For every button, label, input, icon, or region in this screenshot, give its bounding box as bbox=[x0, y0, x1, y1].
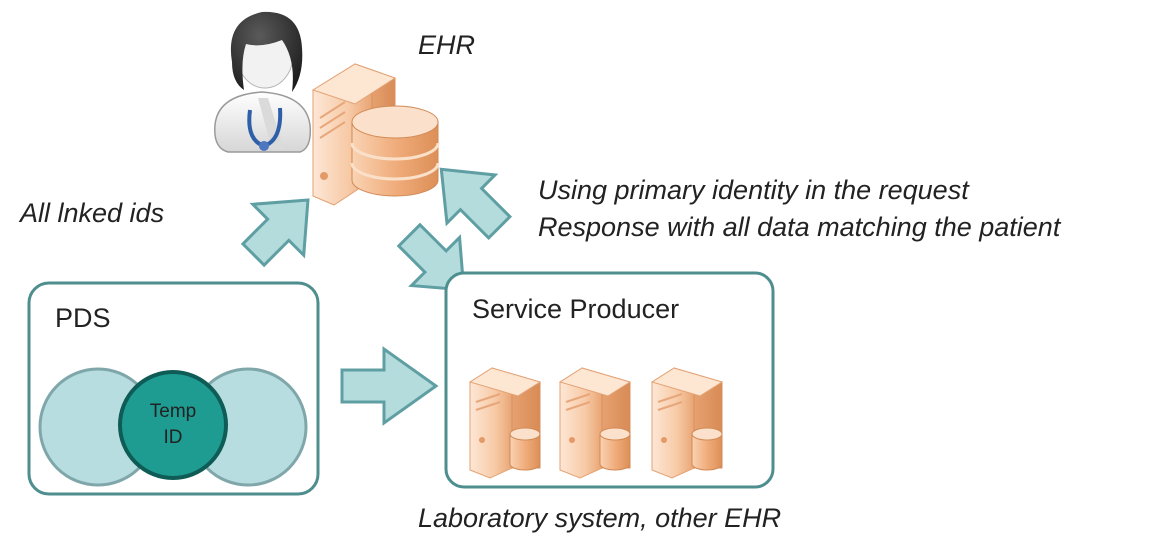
linked-ids-label: All lnked ids bbox=[20, 198, 165, 228]
database-icon bbox=[350, 105, 440, 197]
request-arrow bbox=[396, 222, 466, 292]
lab-server-icon bbox=[558, 367, 632, 479]
identity-circles bbox=[38, 367, 308, 487]
temp-id-circle bbox=[118, 370, 228, 480]
temp-id-line2: ID bbox=[163, 427, 183, 448]
request-label: Using primary identity in the request bbox=[538, 175, 969, 205]
pds-title: PDS bbox=[55, 303, 111, 333]
caption-label: Laboratory system, other EHR bbox=[418, 503, 782, 533]
temp-id-line1: Temp bbox=[149, 401, 197, 422]
lab-server-icon bbox=[468, 367, 542, 479]
temp-id-label: Temp ID bbox=[120, 399, 226, 451]
response-arrow bbox=[439, 167, 513, 241]
ehr-label: EHR bbox=[418, 30, 476, 60]
service-producer-title: Service Producer bbox=[472, 294, 680, 324]
response-label: Response with all data matching the pati… bbox=[538, 212, 1061, 242]
doctor-icon bbox=[214, 11, 312, 153]
linked-ids-arrow bbox=[240, 198, 310, 268]
lab-server-icon bbox=[650, 367, 724, 479]
pds-to-producer-arrow bbox=[340, 346, 439, 426]
